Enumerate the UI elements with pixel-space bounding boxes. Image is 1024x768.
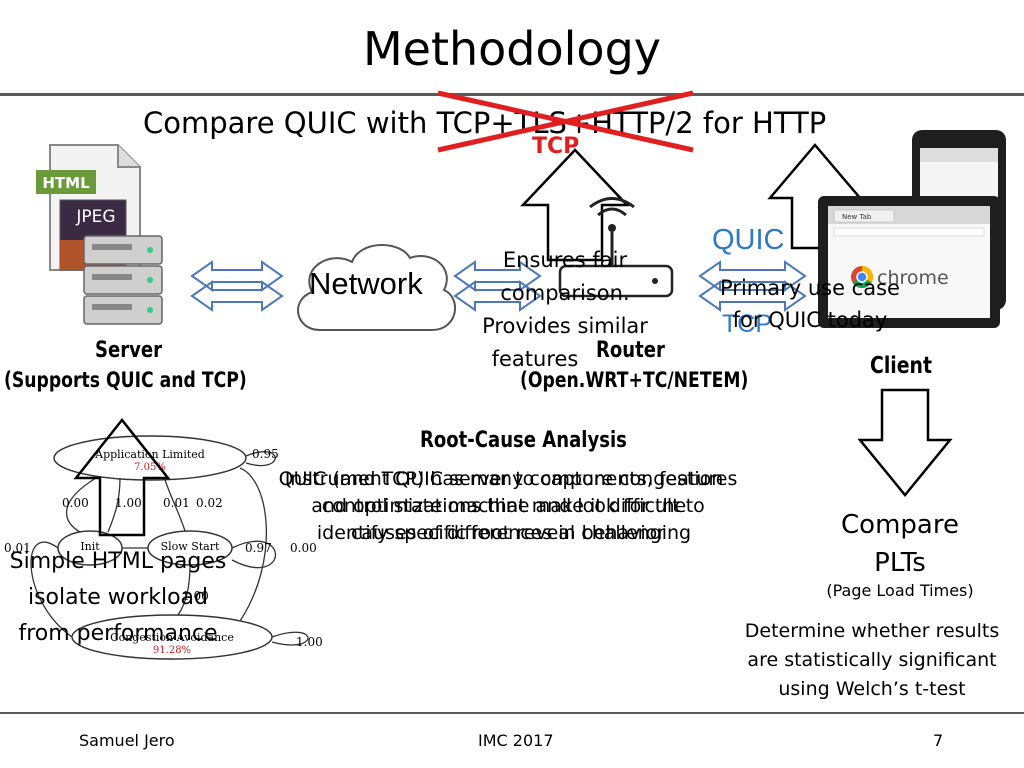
browser-tab-label: New Tab <box>842 213 872 221</box>
footer-page-number: 7 <box>933 731 944 750</box>
router-note-line: Provides similar <box>482 314 648 338</box>
network-cloud-icon <box>297 244 456 331</box>
router-note-line: comparison. <box>500 281 630 305</box>
workload-line: Simple HTML pages <box>9 549 227 574</box>
router-note: Ensures fair comparison. Provides simila… <box>460 244 670 376</box>
root-cause-line: identify specific root reveal challengin… <box>316 522 692 544</box>
plt-down-arrow <box>857 388 953 497</box>
chrome-brand-text: chrome <box>877 267 949 289</box>
server-label: Server <box>95 338 163 363</box>
root-cause-line: causes of differences in behavior <box>350 522 666 544</box>
significance-line: Determine whether results <box>744 620 1000 642</box>
root-cause-line: control state machine and look for the <box>321 495 687 517</box>
root-cause-line: and optimizations that make it difficult… <box>311 495 705 517</box>
router-icon <box>558 197 674 298</box>
strike-line-2 <box>437 90 694 153</box>
plt-line: Compare <box>841 510 959 540</box>
root-cause-heading: Root-Cause Analysis <box>420 428 627 453</box>
footer-author: Samuel Jero <box>79 731 175 750</box>
router-note-line: features <box>491 347 579 371</box>
router-client-arrows <box>698 260 807 312</box>
edge-label: 0.01 <box>4 541 31 555</box>
subtitle-prefix: Compare QUIC with <box>143 106 437 140</box>
router-up-arrow <box>520 148 630 262</box>
footer-venue: IMC 2017 <box>478 731 554 750</box>
state-slow-start-label: Slow Start <box>161 540 220 553</box>
server-network-arrows <box>190 260 284 312</box>
significance-line: are statistically significant <box>747 649 997 671</box>
edge-label: 0.02 <box>196 496 223 510</box>
network-label: Network <box>309 266 423 301</box>
workload-line: from performance <box>18 621 218 646</box>
server-icon <box>83 235 163 325</box>
plt-paren: (Page Load Times) <box>826 581 974 600</box>
root-cause-text-a: QUIC (and TCP) has many components, feat… <box>248 466 768 547</box>
state-congestion-avoidance-pct: 91.28% <box>153 645 191 656</box>
tcp-protocol-label: TCP <box>722 310 772 338</box>
html-badge-text: HTML <box>42 174 90 192</box>
plt-heading: Compare PLTs <box>800 506 1000 582</box>
root-cause-line: Instrument QUIC server to capture conges… <box>284 468 724 490</box>
workload-note: Simple HTML pages isolate workload from … <box>0 544 236 652</box>
subtitle-suffix: for HTTP <box>693 106 827 140</box>
root-cause-line: QUIC (and TCP) has many components, feat… <box>278 468 738 490</box>
jpeg-badge-text: JPEG <box>75 207 115 227</box>
state-application-limited-pct: 7.05% <box>134 462 166 473</box>
state-init-label: Init <box>80 540 100 553</box>
page-title: Methodology <box>362 22 661 76</box>
congestion-state-machine: Application Limited 7.05% Init Slow Star… <box>4 435 323 660</box>
edge-label: 0.01 <box>163 496 190 510</box>
edge-label: 1.00 <box>115 496 142 510</box>
client-note-line: for QUIC today <box>732 308 888 332</box>
client-label: Client <box>870 353 933 379</box>
root-cause-text-b: Instrument QUIC server to capture conges… <box>244 466 764 547</box>
footer-divider <box>0 712 1024 714</box>
quic-protocol-label: QUIC <box>712 224 785 256</box>
plt-line: PLTs <box>874 548 926 578</box>
edge-label: 0.00 <box>62 496 89 510</box>
edge-label: 0.00 <box>290 541 317 555</box>
edge-label: 1.00 <box>296 635 323 649</box>
laptop-icon: New Tab chrome <box>818 196 1000 328</box>
significance-note: Determine whether results are statistica… <box>724 617 1020 704</box>
network-router-arrows <box>453 260 542 312</box>
subtitle: Compare QUIC with TCP+TLS+HTTP/2 for HTT… <box>143 106 826 140</box>
state-congestion-avoidance-label: Congestion Avoidance <box>110 631 234 644</box>
significance-line: using Welch’s t-test <box>778 678 966 700</box>
client-note: Primary use case for QUIC today <box>690 272 930 336</box>
client-note-line: Primary use case <box>720 276 900 300</box>
edge-label: 1.00 <box>182 589 209 603</box>
title-divider <box>0 93 1024 96</box>
server-sublabel: (Supports QUIC and TCP) <box>4 368 247 392</box>
router-note-line: Ensures fair <box>502 248 628 272</box>
workload-up-arrow <box>73 417 171 537</box>
workload-line: isolate workload <box>27 585 209 610</box>
router-label: Router <box>596 338 665 363</box>
router-sublabel: (Open.WRT+TC/NETEM) <box>520 368 749 392</box>
edge-label: 0.97 <box>245 541 272 555</box>
edge-label: 0.95 <box>252 447 279 461</box>
